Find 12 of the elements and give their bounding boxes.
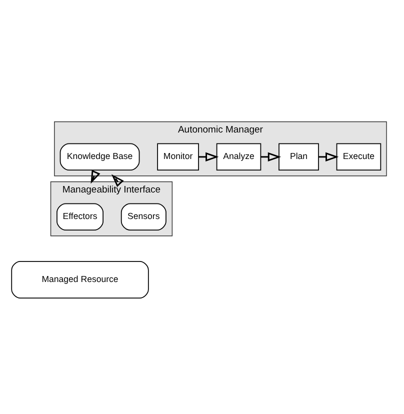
arrow [260, 152, 282, 162]
arrow [198, 152, 219, 162]
node-box: Analyze [216, 143, 262, 170]
node-box: Execute [336, 143, 382, 170]
arrow [111, 174, 124, 188]
node-box: Effectors [56, 203, 104, 230]
node-box: Knowledge Base [60, 143, 140, 170]
node-box: Managed Resource [11, 261, 149, 299]
node-box: Plan [278, 143, 319, 170]
node-box: Monitor [157, 143, 199, 170]
arrow [318, 152, 339, 162]
node-box: Sensors [120, 203, 166, 230]
